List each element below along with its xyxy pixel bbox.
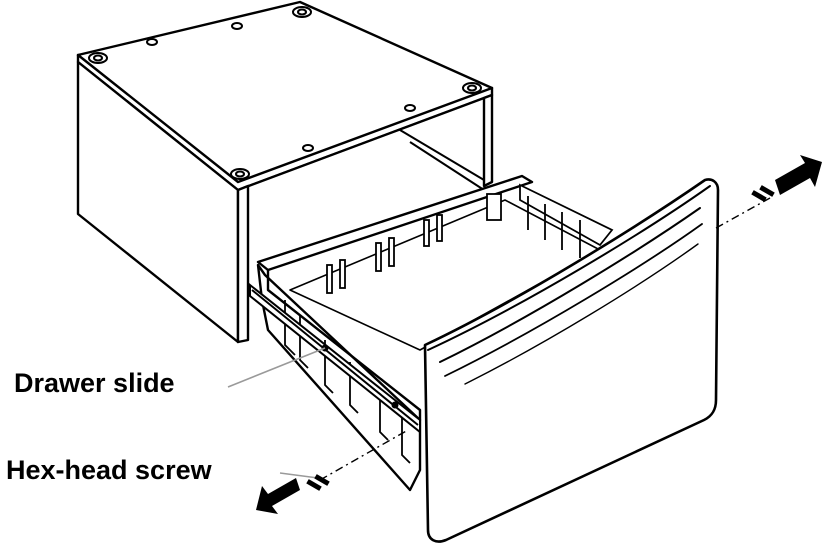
- screw-axis-lines: [319, 197, 771, 481]
- post: [339, 259, 346, 289]
- callout-leaders: [227, 347, 326, 479]
- post: [388, 237, 395, 267]
- screw-hole: [231, 22, 243, 30]
- hex-screws: [306, 185, 775, 491]
- screw-hole: [302, 144, 314, 152]
- pedestal-cabinet: [76, 0, 494, 344]
- top-fasteners: [88, 6, 482, 180]
- arrow-right-up-icon: [775, 155, 822, 195]
- drawer-front-panel: [423, 178, 720, 543]
- drawer-slide-label: Drawer slide: [14, 368, 175, 398]
- screw-hole: [404, 104, 416, 112]
- drawer-body: [256, 174, 601, 492]
- hex-screw-left: [306, 474, 330, 491]
- drawer-slide-leader: [227, 347, 326, 388]
- hex-head-screw-leader: [279, 472, 319, 479]
- cabinet-front-stile: [236, 184, 250, 344]
- cabinet-opening: [247, 96, 485, 191]
- post: [423, 219, 430, 247]
- post: [375, 242, 382, 272]
- hex-screw-right: [751, 185, 775, 202]
- rail-screw-hole: [391, 401, 399, 409]
- hex-head-screw-label: Hex-head screw: [6, 455, 212, 485]
- arrow-left-down-icon: [256, 478, 300, 514]
- drawer-internal-posts: [326, 183, 614, 294]
- direction-arrows: [256, 155, 822, 514]
- screw-hole: [146, 38, 158, 46]
- right-wall: [519, 183, 614, 247]
- drawer-slide-rail: [249, 282, 421, 435]
- post: [436, 214, 443, 242]
- post: [326, 264, 333, 294]
- post-block: [486, 193, 502, 221]
- cabinet-right-stile: [482, 93, 494, 188]
- drawer-back-rim: [256, 174, 534, 272]
